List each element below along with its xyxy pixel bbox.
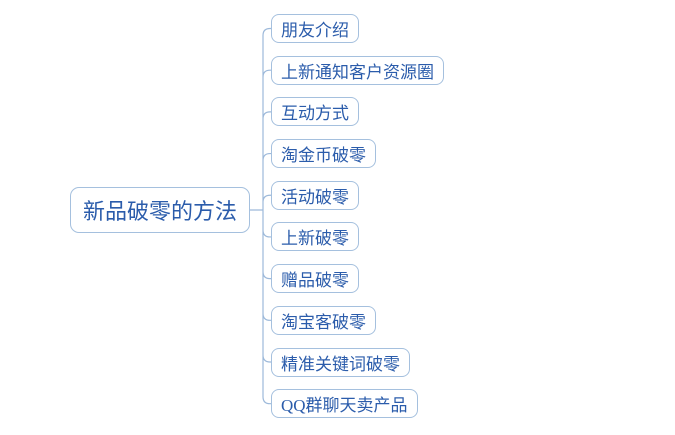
- child-node-label: 淘宝客破零: [281, 312, 366, 332]
- root-node[interactable]: 新品破零的方法: [70, 187, 250, 233]
- root-node-label: 新品破零的方法: [82, 199, 237, 224]
- child-node[interactable]: 淘金币破零: [271, 139, 376, 169]
- child-node-label: 朋友介绍: [281, 21, 349, 40]
- child-node[interactable]: 上新破零: [271, 222, 359, 252]
- connector-path: [249, 27, 272, 405]
- child-node-label: 活动破零: [281, 187, 349, 207]
- child-node-label: 精准关键词破零: [281, 354, 400, 374]
- child-node[interactable]: 赠品破零: [271, 264, 359, 294]
- child-node[interactable]: 精准关键词破零: [271, 347, 410, 377]
- child-node[interactable]: 活动破零: [271, 180, 359, 210]
- child-node-label: 赠品破零: [281, 271, 349, 291]
- child-node[interactable]: 朋友介绍: [271, 14, 359, 43]
- child-node[interactable]: QQ群聊天卖产品: [271, 389, 418, 419]
- child-node-label: 互动方式: [281, 104, 349, 124]
- child-node-label: 上新通知客户资源圈: [281, 62, 434, 82]
- child-node[interactable]: 互动方式: [271, 97, 359, 127]
- child-node-label: 上新破零: [281, 229, 349, 249]
- child-node-label: QQ群聊天卖产品: [281, 396, 408, 416]
- child-node-label: 淘金币破零: [281, 146, 366, 166]
- child-node[interactable]: 淘宝客破零: [271, 305, 376, 335]
- children-column: 朋友介绍上新通知客户资源圈互动方式淘金币破零活动破零上新破零赠品破零淘宝客破零精…: [271, 14, 444, 419]
- child-node[interactable]: 上新通知客户资源圈: [271, 55, 444, 85]
